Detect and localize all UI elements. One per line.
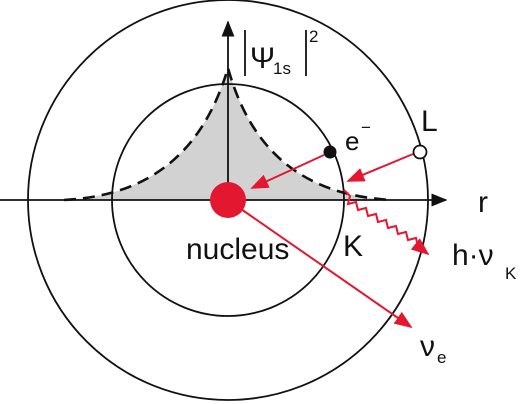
capture-arrow xyxy=(250,154,325,189)
x-axis-label-r: r xyxy=(478,186,488,219)
transition-arrow xyxy=(346,153,414,182)
electron-charge: − xyxy=(361,118,371,137)
y-axis-subscript: 1s xyxy=(273,59,291,78)
k-electron xyxy=(323,145,337,159)
neutrino-label: ν xyxy=(420,330,435,363)
probability-density-curve xyxy=(63,63,393,202)
photon-label: h·ν xyxy=(452,239,494,272)
electron-label: e xyxy=(345,126,359,156)
neutrino-arrow xyxy=(227,199,413,329)
inner-shell-label: K xyxy=(343,230,363,263)
y-axis-exponent: 2 xyxy=(309,27,318,46)
xray-photon-arrow xyxy=(343,189,430,256)
y-axis-psi-symbol: Ψ xyxy=(250,42,275,75)
photon-subscript: K xyxy=(505,264,517,283)
outer-shell-label: L xyxy=(421,105,438,138)
nucleus-label: nucleus xyxy=(186,233,289,266)
neutrino-subscript: e xyxy=(437,348,446,367)
l-electron xyxy=(412,144,428,160)
